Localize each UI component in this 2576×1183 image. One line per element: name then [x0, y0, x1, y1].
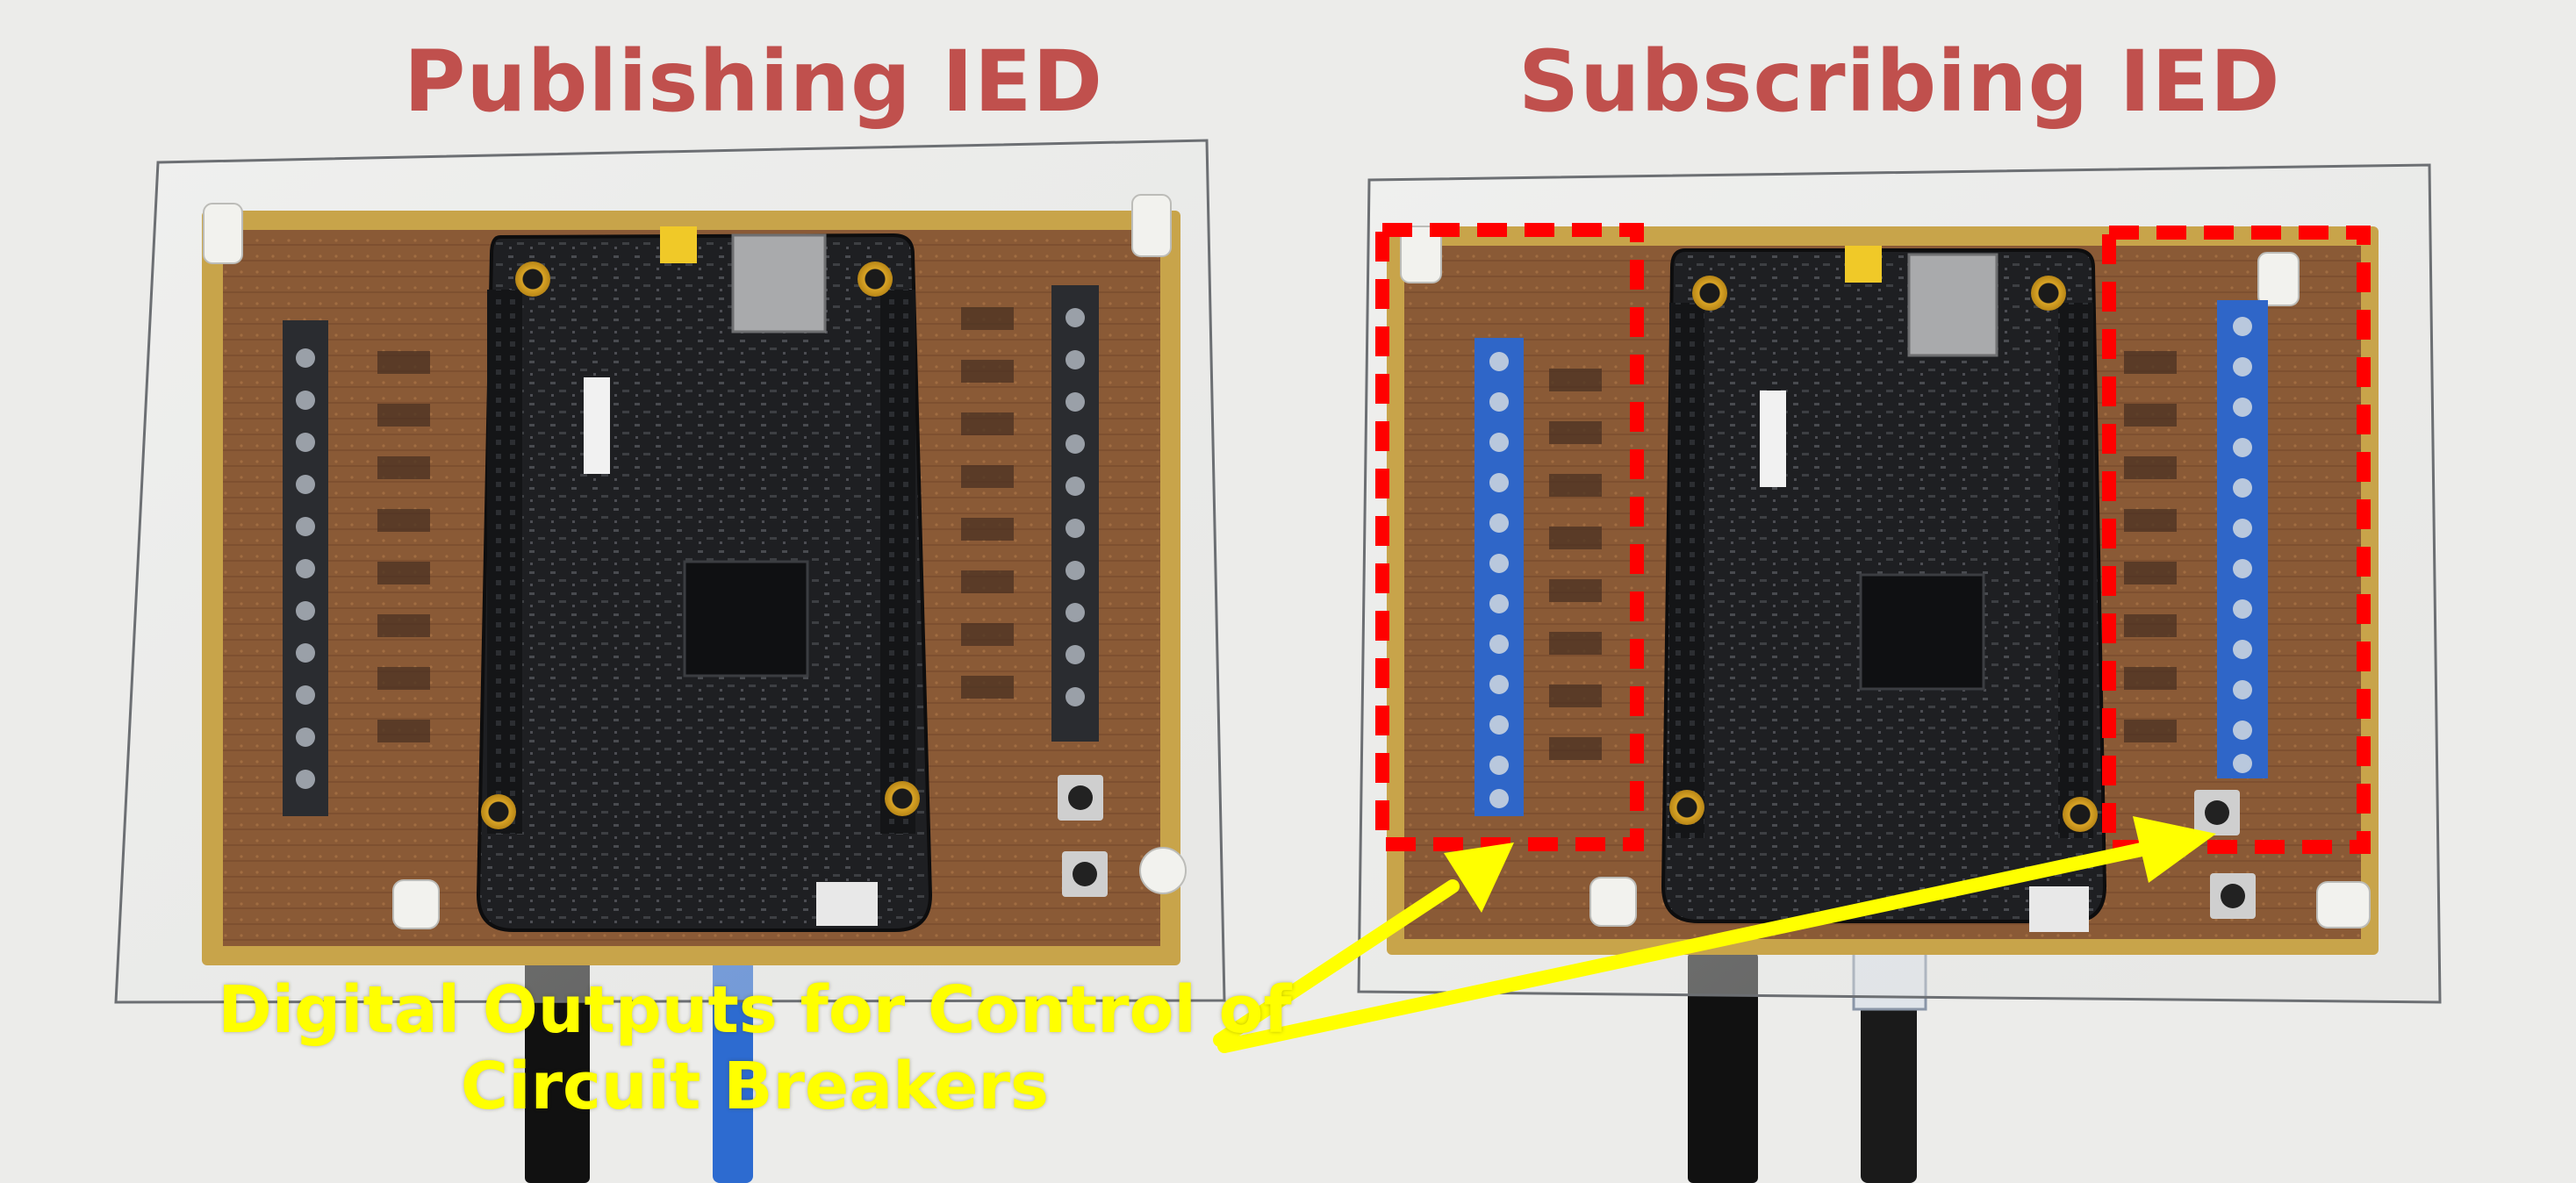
push-button: [1062, 851, 1108, 897]
standoff: [1139, 847, 1187, 894]
annotation-line-1: Digital Outputs for Control of: [218, 972, 1292, 1048]
standoff: [392, 879, 440, 929]
annotation-line-2: Circuit Breakers: [460, 1049, 1050, 1125]
output-circuitry: [1549, 351, 2177, 760]
standoff: [2316, 881, 2371, 928]
push-button: [2194, 790, 2240, 835]
arrow-to-left-outputs: [1213, 842, 1514, 1047]
publishing-ied-assembly: [114, 139, 1226, 1183]
ethernet-cable: [1861, 957, 1917, 1183]
sd-card-slot: [731, 233, 827, 333]
digital-outputs-annotation: Digital Outputs for Control of Circuit B…: [0, 972, 1510, 1126]
subscribing-ied-title: Subscribing IED: [1518, 32, 2281, 131]
terminal-block-blue-left: [1475, 338, 1524, 816]
ethernet-cable: [713, 957, 753, 1183]
single-board-computer: [476, 226, 933, 932]
standoff: [1589, 877, 1637, 927]
power-cable: [1688, 952, 1758, 1183]
standoff: [1131, 194, 1172, 257]
terminal-block-blue-right: [2217, 300, 2268, 778]
standoff: [203, 203, 243, 264]
push-button: [1058, 775, 1103, 821]
standoff: [1400, 226, 1442, 283]
standoff: [2257, 252, 2300, 306]
arrow-to-right-outputs: [1217, 816, 2216, 1053]
single-board-computer: [1661, 246, 2107, 932]
push-button: [2210, 873, 2256, 919]
sd-card-slot: [1907, 253, 1998, 357]
output-circuitry: [377, 307, 1014, 742]
subscribing-ied-assembly: [1357, 163, 2442, 1183]
publishing-ied-title: Publishing IED: [404, 32, 1104, 131]
power-jack: [1845, 246, 1882, 283]
terminal-block-left: [283, 320, 328, 816]
power-jack: [660, 226, 697, 263]
highlight-box-right: [2102, 226, 2371, 854]
terminal-block-right: [1051, 285, 1099, 742]
